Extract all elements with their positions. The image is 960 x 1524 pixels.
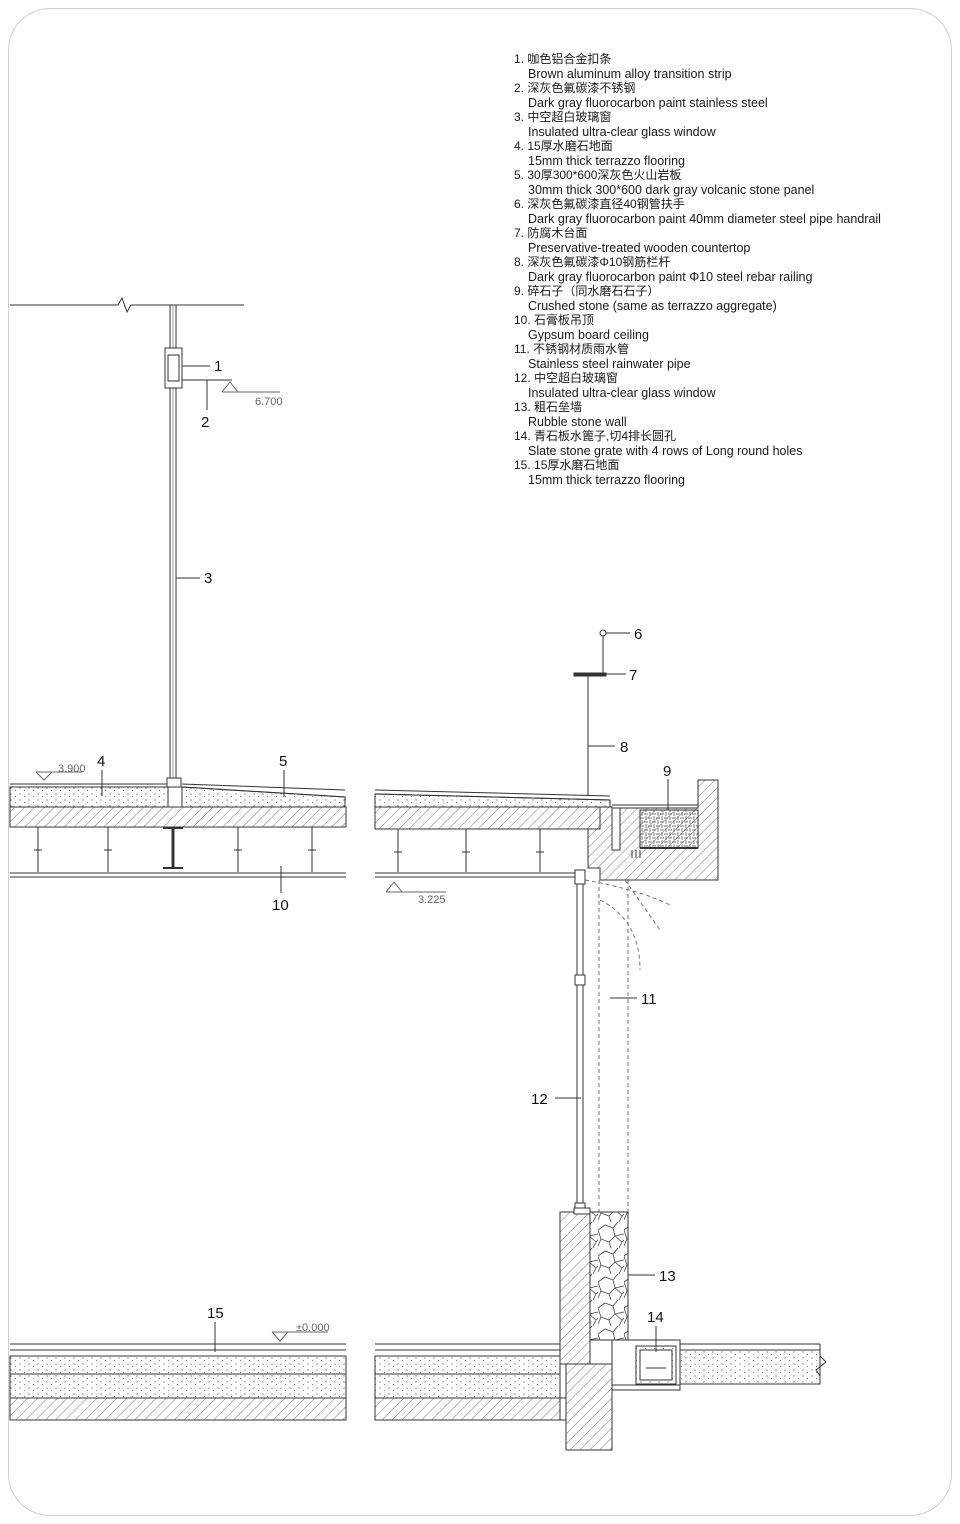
drawing-frame	[8, 8, 952, 1516]
legend-item-zh: 15. 15厚水磨石地面	[514, 458, 620, 472]
legend-item: 9. 碎石子（同水磨石石子）Crushed stone (same as ter…	[514, 284, 944, 313]
legend-item-zh: 14. 青石板水篦子,切4排长圆孔	[514, 429, 677, 443]
level-mark-3900	[35, 771, 82, 781]
rebar-railing	[587, 636, 604, 796]
legend-item-zh: 4. 15厚水磨石地面	[514, 139, 613, 153]
legend-item-zh: 3. 中空超白玻璃窗	[514, 110, 612, 124]
callout-5: 5	[279, 753, 287, 770]
callout-11: 11	[641, 991, 657, 1008]
legend-item-zh: 11. 不锈钢材质雨水管	[514, 342, 630, 356]
legend-item-zh: 9. 碎石子（同水磨石石子）	[514, 284, 660, 298]
right-floor-slab	[374, 789, 611, 830]
level-mark-3225	[385, 881, 446, 893]
steel-pipe-handrail	[599, 629, 607, 637]
left-ground-floor	[9, 1343, 347, 1421]
rainwater-pipe	[584, 879, 671, 1212]
callout-4: 4	[97, 753, 105, 770]
callout-10: 10	[272, 897, 289, 914]
legend-item-en: Brown aluminum alloy transition strip	[528, 66, 732, 81]
leader-lines	[101, 365, 669, 1352]
left-floor-slab	[9, 777, 347, 828]
legend-item-en: Stainless steel rainwater pipe	[528, 356, 691, 371]
planter-box	[587, 779, 719, 881]
legend-item-zh: 12. 中空超白玻璃窗	[514, 371, 619, 385]
legend-item-en: Rubble stone wall	[528, 414, 627, 429]
left-ceiling-hangers	[34, 827, 316, 872]
legend-item-en: Crushed stone (same as terrazzo aggregat…	[528, 298, 777, 313]
legend-item-en: Preservative-treated wooden countertop	[528, 240, 751, 255]
steel-i-beam	[163, 827, 183, 869]
legend-item-en: 30mm thick 300*600 dark gray volcanic st…	[528, 182, 815, 197]
right-ceiling-hangers	[394, 829, 544, 872]
level-3225: 3.225	[418, 894, 446, 906]
level-6700: 6.700	[255, 396, 283, 408]
legend-item-zh: 1. 咖色铝合金扣条	[514, 52, 612, 66]
callout-12: 12	[531, 1091, 548, 1108]
level-3900: 3.900	[58, 763, 86, 775]
level-labels: 6.700 3.900 3.225 ±0.000	[58, 396, 446, 1334]
callout-6: 6	[634, 626, 642, 643]
callout-7: 7	[629, 667, 637, 684]
wooden-countertop	[573, 672, 607, 677]
legend-item-zh: 13. 粗石垒墙	[514, 400, 583, 414]
gypsum-ceiling-left	[10, 872, 346, 878]
level-mark-0000	[271, 1331, 328, 1342]
gypsum-ceiling-right	[375, 872, 578, 878]
callout-2: 2	[201, 414, 209, 431]
slate-grate-drain	[635, 1345, 677, 1385]
legend-item-en: Dark gray fluorocarbon paint Φ10 steel r…	[528, 269, 813, 284]
level-mark-6700	[221, 381, 280, 393]
legend-item-zh: 2. 深灰色氟碳漆不锈钢	[514, 81, 636, 95]
legend-item-zh: 8. 深灰色氟碳漆Φ10钢筋栏杆	[514, 255, 671, 269]
callout-9: 9	[663, 763, 671, 780]
legend-item-en: Dark gray fluorocarbon paint stainless s…	[528, 95, 768, 110]
legend-item-en: Slate stone grate with 4 rows of Long ro…	[528, 443, 803, 458]
right-ground-floor	[374, 1343, 827, 1421]
transition-strip	[164, 347, 183, 389]
rubble-stone-wall	[559, 1207, 629, 1365]
callout-14: 14	[647, 1309, 664, 1326]
callout-labels: 1 2 3 4 5 6 7 8 9 10 11 12 13 14 15	[97, 358, 676, 1326]
callout-15: 15	[207, 1305, 224, 1322]
callout-13: 13	[659, 1268, 676, 1285]
legend-item-zh: 7. 防腐木台面	[514, 226, 588, 240]
legend-item-en: Insulated ultra-clear glass window	[528, 124, 716, 139]
callout-8: 8	[620, 739, 628, 756]
legend-item-en: Dark gray fluorocarbon paint 40mm diamet…	[528, 211, 881, 226]
lower-glass-window	[574, 869, 586, 1214]
level-0000: ±0.000	[296, 1322, 330, 1334]
legend-item-zh: 6. 深灰色氟碳漆直径40钢管扶手	[514, 197, 685, 211]
upper-slab-line	[10, 296, 244, 314]
callout-1: 1	[214, 358, 222, 375]
callout-3: 3	[204, 570, 212, 587]
legend-item-zh: 5. 30厚300*600深灰色火山岩板	[514, 168, 682, 182]
wall-foundation	[565, 1339, 681, 1451]
legend-item-en: Insulated ultra-clear glass window	[528, 385, 716, 400]
legend-item-en: 15mm thick terrazzo flooring	[528, 472, 686, 487]
legend-item-zh: 10. 石膏板吊顶	[514, 313, 595, 327]
legend-item-en: 15mm thick terrazzo flooring	[528, 153, 686, 168]
legend-item-en: Gypsum board ceiling	[528, 327, 649, 342]
